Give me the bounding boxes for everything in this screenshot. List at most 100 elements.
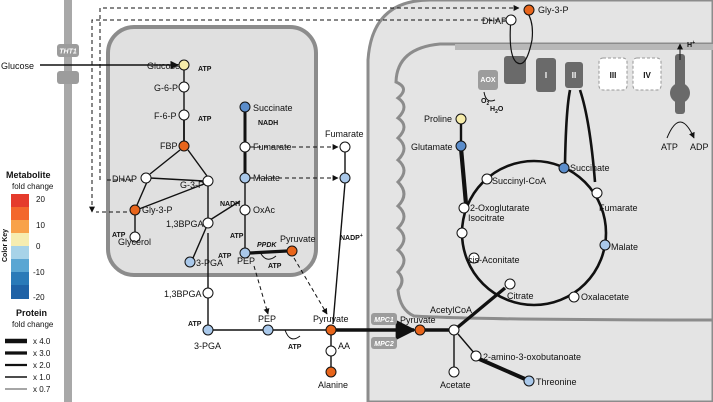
bpga-plastid-node — [202, 217, 214, 229]
g6p-node — [178, 81, 190, 93]
complex-iii — [598, 57, 628, 91]
legend-width-label-3: x 3.0 — [33, 349, 51, 358]
legend-width-label-2: x 2.0 — [33, 361, 51, 370]
legend-swatch-7 — [11, 272, 29, 285]
isocitrate-label: Isocitrate — [468, 213, 505, 223]
fbp-node — [178, 140, 190, 152]
glucose-node — [178, 59, 190, 71]
pyr-export — [293, 257, 328, 315]
pyruvate-gly-node — [286, 245, 298, 257]
fbp-label: FBP — [160, 141, 178, 151]
transporter-block — [57, 71, 79, 84]
pga-plastid-node — [184, 256, 196, 268]
pyruvate-gly-label: Pyruvate — [280, 234, 316, 244]
bpga-pga — [192, 227, 207, 259]
dhap-plastid-node — [140, 172, 152, 184]
succ-complexii — [563, 89, 572, 165]
complex-i — [536, 58, 556, 92]
legend-width-label-1: x 1.0 — [33, 373, 51, 382]
legend-tick-m10: -10 — [33, 268, 45, 277]
atp-label-1: ATP — [198, 66, 212, 73]
acetate-node — [448, 366, 460, 378]
legend-swatch-3 — [11, 220, 29, 233]
glucose-ext-label: Glucose — [1, 61, 34, 71]
malate-gly-label: Malate — [253, 173, 280, 183]
legend-protein-sub: fold change — [12, 320, 54, 329]
legend-swatch-2 — [11, 207, 29, 220]
aa-node — [325, 345, 337, 357]
mpc1-transporter — [371, 313, 397, 325]
atp-label-4: ATP — [230, 233, 244, 240]
isocitrate-node — [456, 227, 468, 239]
gly3p-plastid-node — [129, 204, 141, 216]
complex-ii — [565, 62, 583, 88]
legend-swatch-5 — [11, 246, 29, 259]
fumarate-tca-node — [591, 187, 603, 199]
cis-aconitate-node — [468, 252, 480, 264]
mpc1-label: MPC1 — [374, 317, 394, 324]
pga-cyt-label: 3-PGA — [194, 341, 221, 351]
oxoglutarate-node — [458, 202, 470, 214]
pep-gly-node — [239, 247, 251, 259]
plasma-membrane — [64, 0, 72, 402]
aminooxo-thr — [476, 356, 526, 381]
gly3p-plastid-label: Gly-3-P — [142, 205, 173, 215]
alanine-label: Alanine — [318, 380, 348, 390]
succinylcoa-label: Succinyl-CoA — [492, 176, 546, 186]
aox-arrow — [483, 91, 496, 102]
pyruvate-cyt-label: Pyruvate — [313, 314, 349, 324]
legend-swatch-4 — [11, 233, 29, 246]
citrate-label: Citrate — [507, 291, 534, 301]
complex-iii-label: III — [610, 71, 617, 80]
nadh-label-1: NADH — [258, 120, 278, 127]
fumarate-tca-label: Fumarate — [599, 203, 638, 213]
malate-tca-node — [599, 239, 611, 251]
nadh-label-2: NADH — [220, 201, 240, 208]
legend-swatch-6 — [11, 259, 29, 272]
glucose-label: Glucose — [147, 61, 180, 71]
malate-cyt-node — [339, 172, 351, 184]
acetylcoa-node — [448, 324, 460, 336]
pep-cyt-label: PEP — [258, 314, 276, 324]
fumarate-cyt-node — [339, 141, 351, 153]
succinylcoa-node — [481, 173, 493, 185]
succinate-gly-label: Succinate — [253, 103, 293, 113]
legend-color-key: Color Key — [2, 229, 9, 262]
fum-complexii — [578, 89, 597, 183]
mitochondrion-inner-membrane — [394, 42, 713, 322]
g6p-label: G-6-P — [154, 83, 178, 93]
alanine-node — [325, 366, 337, 378]
aa-label: AA — [338, 341, 350, 351]
succinate-tca-label: Succinate — [570, 163, 610, 173]
glycosome-compartment — [106, 25, 318, 277]
pyruvate-mito-label: Pyruvate — [400, 315, 436, 325]
oxac-node — [239, 204, 251, 216]
gly3p-g3p — [138, 183, 205, 210]
tht1-transporter — [57, 44, 79, 57]
atp-label-6: ATP — [268, 263, 282, 270]
glu-oxoglu — [458, 147, 469, 205]
cyt-atp-arc — [284, 329, 301, 340]
adp-label: ADP — [690, 142, 709, 152]
pep-cyt-node — [262, 324, 274, 336]
malate-tca-label: Malate — [611, 242, 638, 252]
fbp-g3p — [187, 149, 208, 177]
complex-iv-label: IV — [643, 71, 651, 80]
atp-label-3: ATP — [112, 232, 126, 239]
accoa-aminooxo — [457, 333, 476, 355]
legend-tick-10: 10 — [36, 221, 45, 230]
oxaloacetate-label: Oxalacetate — [581, 292, 629, 302]
legend-protein-title: Protein — [16, 308, 47, 318]
legend-swatch-8 — [11, 285, 29, 299]
dhap-g3p — [149, 177, 205, 182]
acetylcoa-label: AcetylCoA — [430, 305, 472, 315]
gly-pep-pyr — [249, 249, 288, 255]
fumarate-gly-label: Fumarate — [253, 142, 292, 152]
threonine-node — [523, 375, 535, 387]
h-plus-label: H+ — [687, 40, 695, 49]
bpga-cyt-node — [202, 287, 214, 299]
malate-gly-node — [239, 172, 251, 184]
glycerol-label: Glycerol — [118, 237, 151, 247]
legend-metabolite-sub: fold change — [12, 182, 54, 191]
dhap-plastid-label: DHAP — [112, 174, 137, 184]
